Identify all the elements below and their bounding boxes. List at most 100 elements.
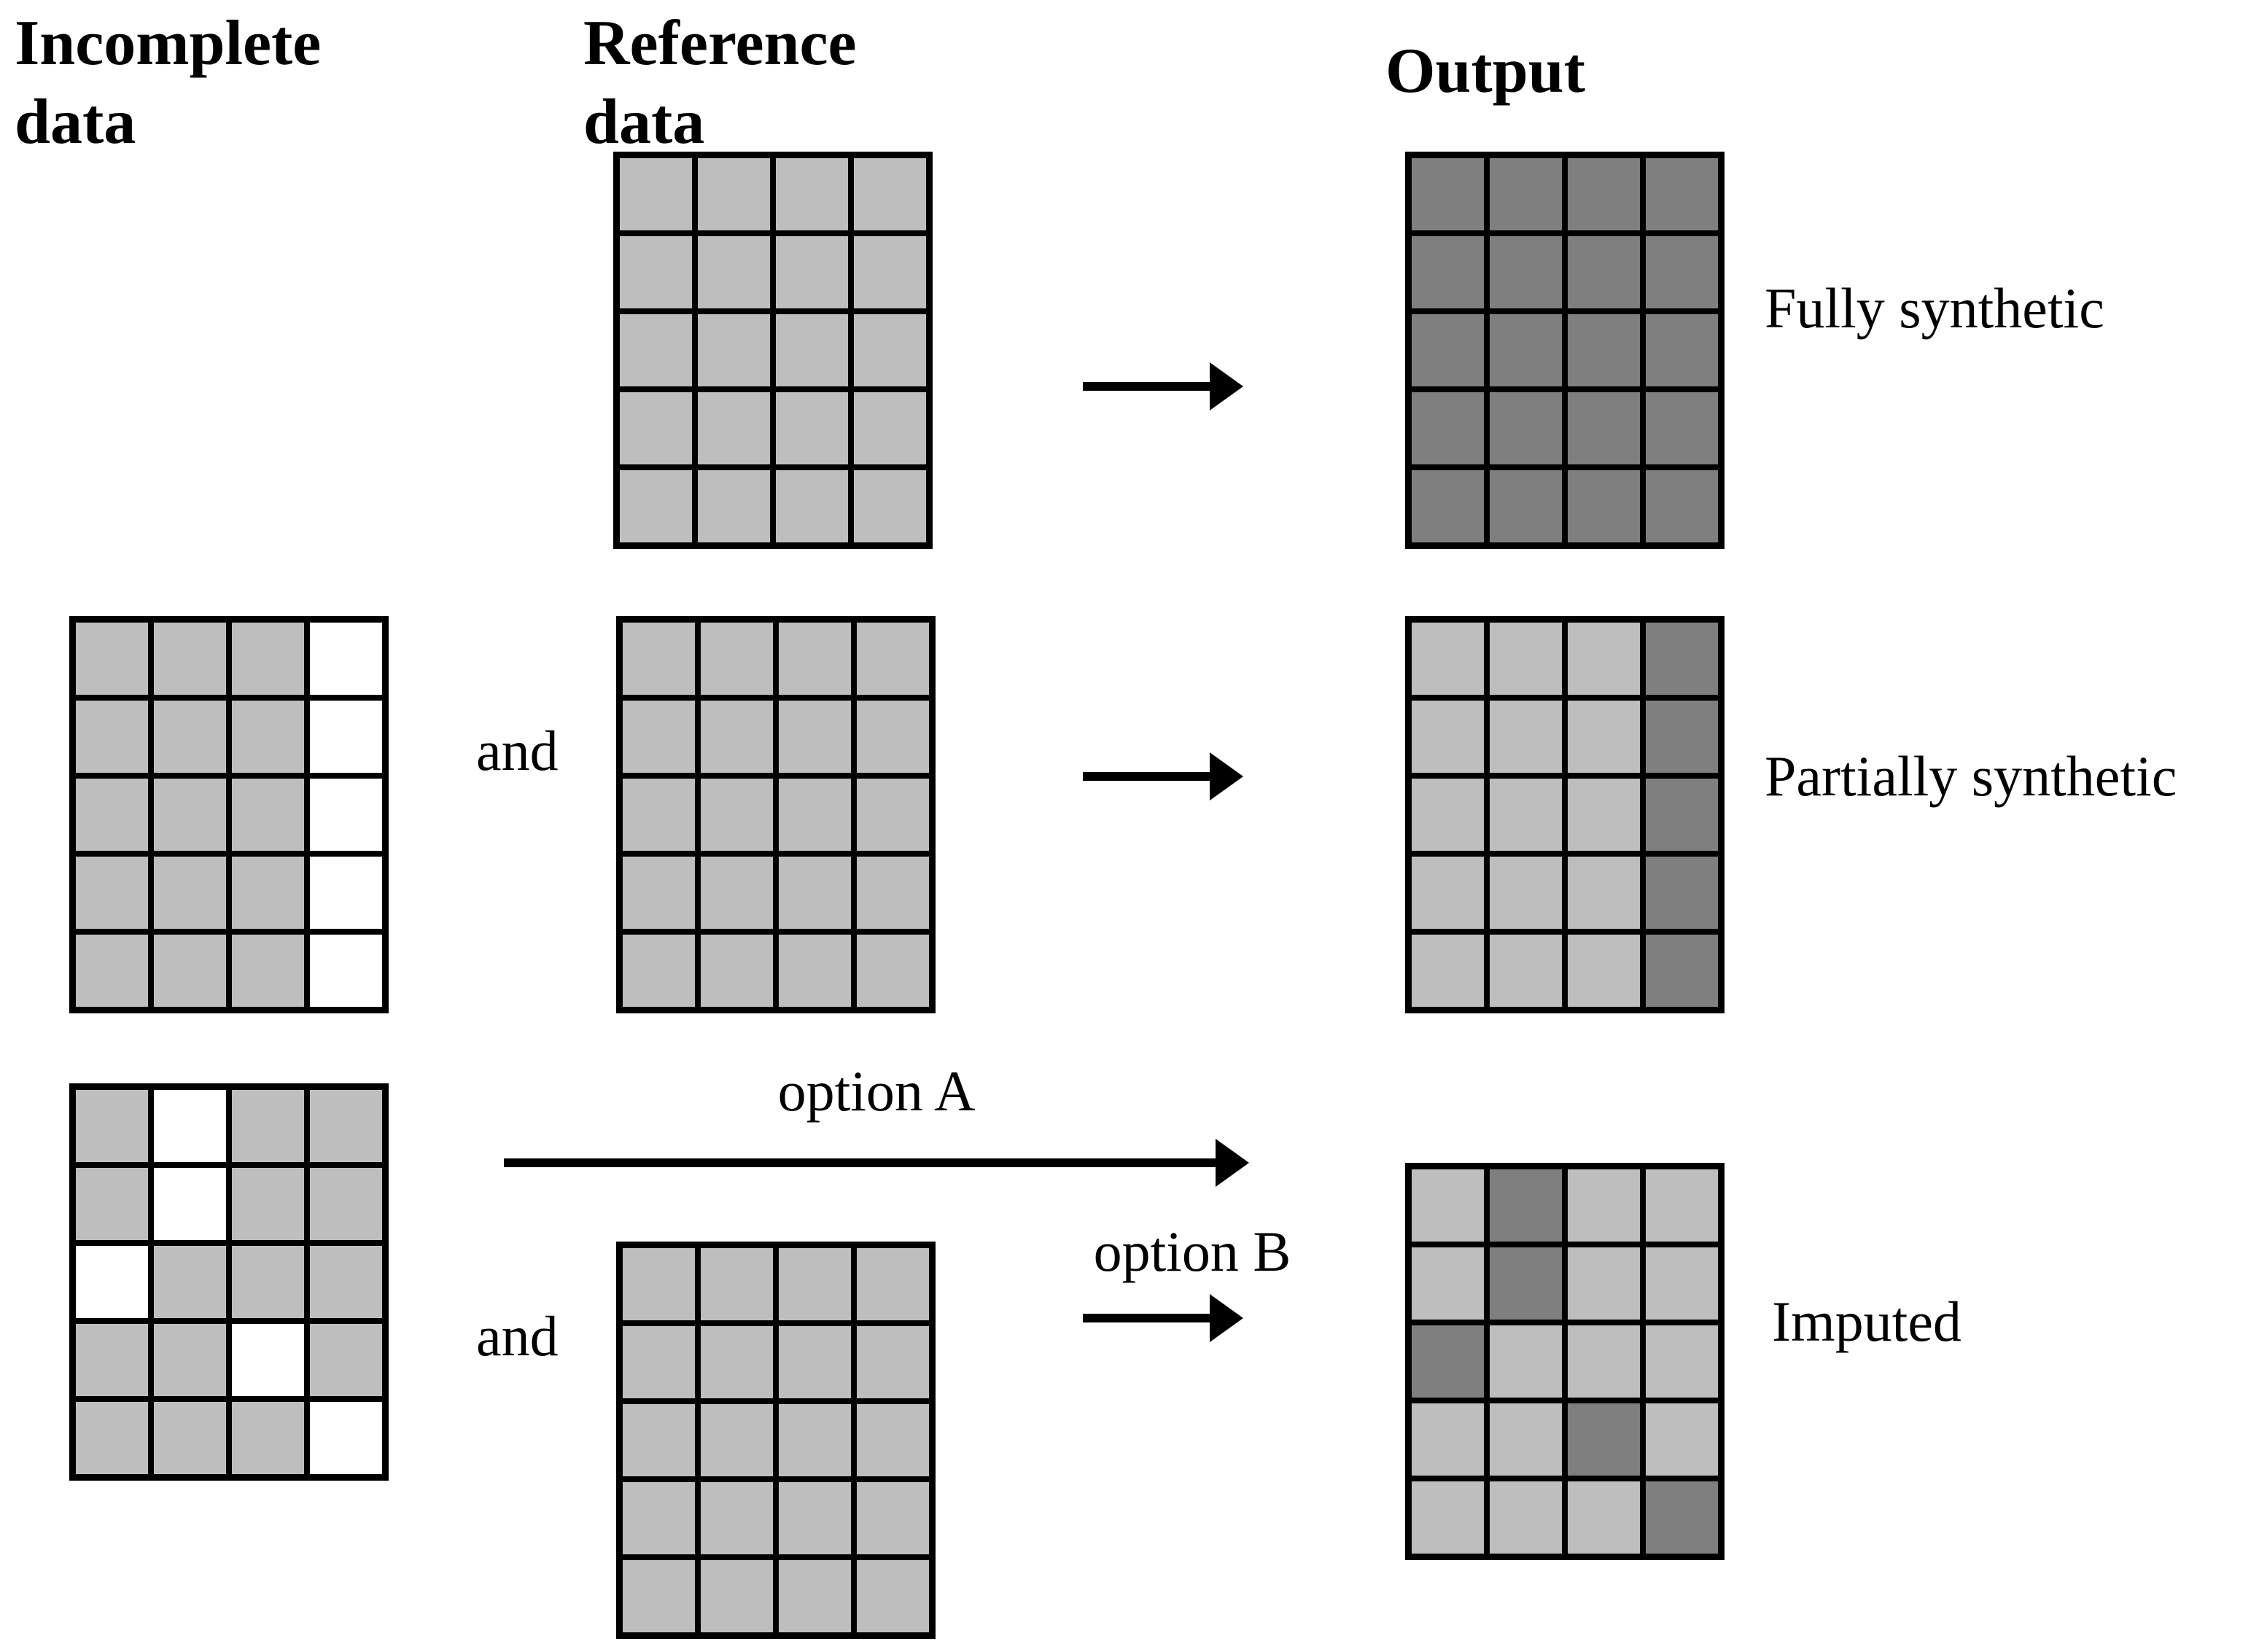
grid-cell-observed bbox=[779, 1326, 851, 1398]
grid-cell-synthetic bbox=[1568, 470, 1640, 542]
grid-cell-observed bbox=[1412, 857, 1484, 929]
grid-cell-synthetic bbox=[1412, 314, 1484, 386]
imputed-output-grid bbox=[1405, 1163, 1725, 1560]
arrow-head-icon bbox=[1210, 752, 1243, 800]
grid-cell-observed bbox=[1568, 935, 1640, 1007]
grid-cell-observed bbox=[76, 779, 148, 851]
grid-cell-observed bbox=[232, 1246, 304, 1318]
grid-cell-observed bbox=[232, 779, 304, 851]
grid-cell-observed bbox=[1646, 1325, 1718, 1398]
grid-cell-observed bbox=[854, 470, 926, 542]
grid-cell-synthetic bbox=[1646, 470, 1718, 542]
grid-cell-synthetic bbox=[1412, 1325, 1484, 1398]
grid-cell-observed bbox=[1568, 1325, 1640, 1398]
grid-cell-synthetic bbox=[1490, 392, 1562, 464]
grid-cell-observed bbox=[154, 623, 226, 695]
grid-cell-observed bbox=[623, 857, 695, 929]
grid-cell-synthetic bbox=[1646, 857, 1718, 929]
grid-cell-synthetic bbox=[1646, 158, 1718, 230]
grid-cell-observed bbox=[779, 935, 851, 1007]
grid-cell-observed bbox=[620, 158, 692, 230]
grid-cell-observed bbox=[232, 1402, 304, 1474]
grid-cell-synthetic bbox=[1646, 701, 1718, 773]
arrow-head-icon bbox=[1210, 1294, 1243, 1342]
arrow-shaft bbox=[1083, 772, 1210, 781]
grid-cell-observed bbox=[154, 701, 226, 773]
grid-cell-observed bbox=[1490, 1403, 1562, 1476]
grid-cell-observed bbox=[232, 701, 304, 773]
grid-cell-observed bbox=[1568, 1169, 1640, 1242]
grid-cell-observed bbox=[857, 935, 929, 1007]
grid-cell-missing bbox=[310, 779, 382, 851]
grid-cell-observed bbox=[232, 623, 304, 695]
option-a-arrow-icon bbox=[504, 1139, 1249, 1187]
grid-cell-observed bbox=[620, 470, 692, 542]
grid-cell-observed bbox=[154, 1402, 226, 1474]
grid-cell-observed bbox=[779, 623, 851, 695]
fully-synthetic-output-grid bbox=[1405, 152, 1725, 549]
grid-cell-synthetic bbox=[1490, 1247, 1562, 1320]
grid-cell-observed bbox=[76, 623, 148, 695]
reference-data-grid-bottom bbox=[616, 1242, 936, 1639]
grid-cell-synthetic bbox=[1568, 158, 1640, 230]
grid-cell-observed bbox=[623, 623, 695, 695]
grid-cell-observed bbox=[854, 158, 926, 230]
grid-cell-observed bbox=[701, 1326, 773, 1398]
grid-cell-observed bbox=[310, 1246, 382, 1318]
grid-cell-observed bbox=[1412, 1403, 1484, 1476]
grid-cell-observed bbox=[779, 779, 851, 851]
grid-cell-observed bbox=[232, 935, 304, 1007]
grid-cell-observed bbox=[1490, 857, 1562, 929]
grid-cell-observed bbox=[779, 857, 851, 929]
grid-cell-observed bbox=[154, 779, 226, 851]
grid-cell-observed bbox=[701, 1482, 773, 1554]
grid-cell-observed bbox=[310, 1168, 382, 1240]
partially-synthetic-output-grid bbox=[1405, 616, 1725, 1013]
grid-cell-observed bbox=[779, 1404, 851, 1476]
grid-cell-observed bbox=[76, 1168, 148, 1240]
grid-cell-observed bbox=[154, 935, 226, 1007]
grid-cell-missing bbox=[310, 935, 382, 1007]
grid-cell-synthetic bbox=[1568, 392, 1640, 464]
grid-cell-synthetic bbox=[1646, 314, 1718, 386]
grid-cell-observed bbox=[779, 701, 851, 773]
grid-cell-missing bbox=[154, 1090, 226, 1162]
grid-cell-observed bbox=[854, 314, 926, 386]
grid-cell-observed bbox=[623, 1326, 695, 1398]
grid-cell-observed bbox=[1646, 1247, 1718, 1320]
grid-cell-observed bbox=[698, 470, 770, 542]
grid-cell-observed bbox=[154, 857, 226, 929]
grid-cell-observed bbox=[857, 1248, 929, 1320]
grid-cell-observed bbox=[1490, 779, 1562, 851]
grid-cell-observed bbox=[701, 1404, 773, 1476]
grid-cell-observed bbox=[620, 314, 692, 386]
grid-cell-synthetic bbox=[1646, 236, 1718, 308]
grid-cell-observed bbox=[779, 1560, 851, 1632]
grid-cell-observed bbox=[1412, 1169, 1484, 1242]
grid-cell-observed bbox=[776, 470, 848, 542]
grid-cell-synthetic bbox=[1490, 1169, 1562, 1242]
grid-cell-observed bbox=[1646, 1403, 1718, 1476]
grid-cell-synthetic bbox=[1646, 779, 1718, 851]
and-label-bottom: and bbox=[476, 1304, 559, 1368]
grid-cell-observed bbox=[701, 1248, 773, 1320]
grid-cell-observed bbox=[232, 857, 304, 929]
grid-cell-observed bbox=[623, 935, 695, 1007]
arrow-shaft bbox=[504, 1158, 1216, 1167]
grid-cell-observed bbox=[76, 1402, 148, 1474]
grid-cell-observed bbox=[857, 623, 929, 695]
grid-cell-observed bbox=[701, 857, 773, 929]
grid-cell-observed bbox=[776, 314, 848, 386]
output-header: Output bbox=[1385, 36, 1585, 106]
grid-cell-synthetic bbox=[1412, 392, 1484, 464]
grid-cell-synthetic bbox=[1412, 470, 1484, 542]
grid-cell-observed bbox=[623, 779, 695, 851]
grid-cell-observed bbox=[857, 1482, 929, 1554]
grid-cell-observed bbox=[620, 392, 692, 464]
grid-cell-observed bbox=[698, 158, 770, 230]
grid-cell-observed bbox=[701, 779, 773, 851]
fully-synthetic-label: Fully synthetic bbox=[1765, 276, 2104, 340]
grid-cell-observed bbox=[1412, 935, 1484, 1007]
incomplete-data-grid-mid bbox=[69, 616, 389, 1013]
